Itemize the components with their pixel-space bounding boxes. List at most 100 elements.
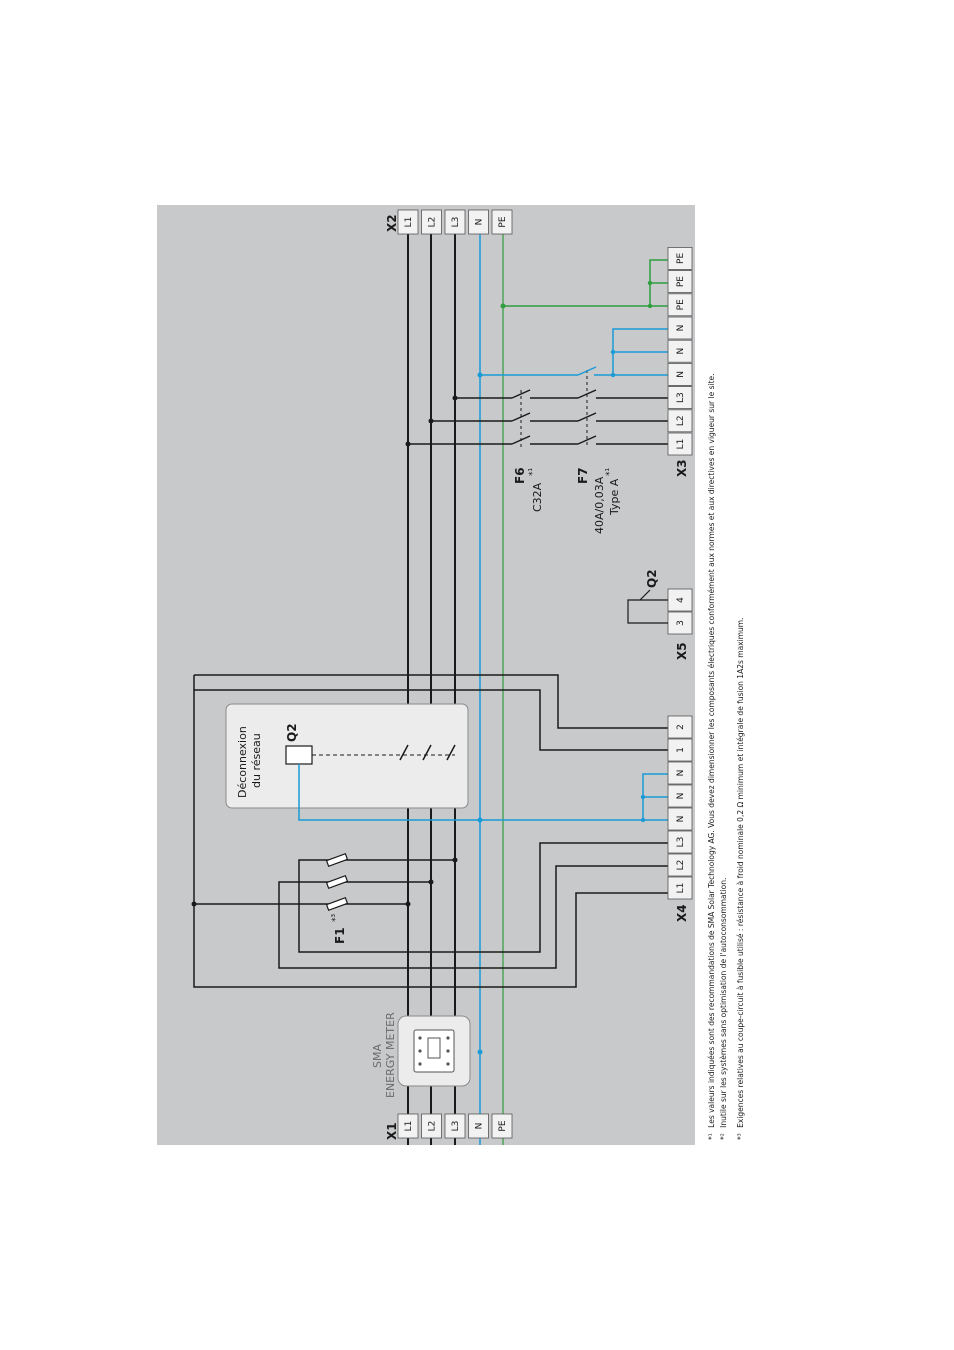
x1-terminal-label: PE [498, 1120, 508, 1131]
disconnect-line1: Déconnexion [236, 726, 249, 798]
x1-terminal-label: N [475, 1123, 485, 1130]
x3-terminal [667, 246, 693, 270]
f6-rating: C32A [531, 482, 544, 512]
x1-terminal [444, 1113, 466, 1139]
x2-terminal-label: L1 [404, 217, 414, 228]
grid-disconnect: Déconnexion du réseau Q2 [225, 703, 480, 821]
x3-terminal-label: L2 [676, 415, 686, 426]
x3-terminal [667, 362, 693, 386]
x3-terminal [667, 270, 693, 294]
x4-terminal [667, 738, 693, 762]
control-wiring [193, 674, 668, 988]
x2-terminal [491, 209, 513, 235]
relay-label: Q2 [285, 723, 299, 742]
fuse-f1: F1 *³ [325, 852, 349, 944]
x2-terminal [468, 209, 489, 235]
x4-terminal [667, 761, 693, 785]
main-bus [407, 232, 504, 1145]
f7-note: *¹ [605, 468, 615, 477]
x2-terminal [397, 209, 419, 235]
x4-terminal-label: L2 [676, 860, 686, 871]
x3-label: X3 [675, 459, 689, 477]
q2-contact-label: Q2 [645, 569, 659, 588]
x3-terminal-label: L1 [676, 439, 686, 450]
x4-terminal [667, 830, 693, 854]
meter-brand: SMA [371, 1044, 384, 1068]
x1-terminal-label: L2 [428, 1121, 438, 1132]
x4-terminal-label: L1 [676, 883, 686, 894]
x4-terminal [667, 853, 693, 877]
x4-terminal-label: L3 [676, 837, 686, 848]
x4-terminal [667, 784, 693, 808]
f7-type: Type A [608, 478, 621, 516]
f1-note: *³ [331, 914, 341, 923]
x1-terminal-label: L1 [404, 1121, 414, 1132]
energy-meter-icon [413, 1029, 455, 1073]
footnote-2: *² Inutile sur les systèmes sans optimis… [719, 878, 728, 1140]
x3-terminal-label: PE [676, 253, 686, 264]
footnote-2-text: Inutile sur les systèmes sans optimisati… [719, 878, 728, 1128]
x2-terminal-label: L2 [428, 217, 438, 228]
x5-label: X5 [675, 642, 689, 660]
x4-terminal-label: 2 [676, 724, 686, 730]
footnotes: *¹ Les valeurs indiquées sont des recomm… [707, 373, 745, 1140]
x3-terminal [667, 316, 693, 340]
x2-terminal-label: PE [498, 216, 508, 227]
x5-terminal-label: 4 [676, 597, 686, 603]
x4-terminal-label: N [676, 770, 686, 777]
terminal-block-x1: L1 L2 L3 N PE X1 [385, 1113, 513, 1140]
x4-terminal [667, 876, 693, 900]
x3-terminal [667, 409, 693, 433]
f7-label: F7 [576, 467, 590, 484]
x5-terminal-label: 3 [676, 620, 686, 626]
x1-label: X1 [385, 1122, 399, 1140]
x4-terminal-label: 1 [676, 747, 686, 753]
f6-label: F6 [513, 467, 527, 484]
relay-coil [285, 745, 313, 765]
earth-wiring [503, 259, 668, 307]
x3-terminal-label: PE [676, 299, 686, 310]
x2-label: X2 [385, 214, 399, 232]
x1-terminal [491, 1113, 513, 1139]
x3-terminal [667, 432, 693, 456]
x4-label: X4 [675, 904, 689, 922]
footnote-2-mark: *² [719, 1133, 728, 1140]
x1-terminal [397, 1113, 419, 1139]
x1-terminal [468, 1113, 489, 1139]
meter-name: ENERGY METER [384, 1012, 397, 1098]
x3-terminal-label: PE [676, 276, 686, 287]
f6-note: *¹ [528, 468, 538, 477]
x3-terminal [667, 339, 693, 363]
terminal-block-x2: L1 L2 L3 N PE X2 [385, 209, 513, 235]
footnote-3-text: Exigences relatives au coupe-circuit à f… [736, 618, 745, 1128]
x4-terminal [667, 715, 693, 739]
f7-rating: 40A/0,03A [593, 476, 606, 534]
terminal-block-x5: 3 4 X5 Q2 [627, 569, 693, 660]
neutral-wiring [480, 328, 668, 821]
x2-terminal [421, 209, 442, 235]
junction-dots [191, 395, 458, 907]
x2-terminal-label: L3 [451, 217, 461, 228]
footnote-3-mark: *³ [736, 1133, 745, 1140]
terminal-block-x3: L1 L2 L3 N N N PE PE PE X3 [667, 246, 693, 477]
x3-terminal-label: L3 [676, 392, 686, 403]
x2-terminal-label: N [475, 219, 485, 226]
breakers-f6-f7 [408, 370, 668, 448]
x3-terminal [667, 386, 693, 410]
x3-terminal [667, 293, 693, 317]
x4-terminal-label: N [676, 816, 686, 823]
x3-terminal-label: N [676, 325, 686, 332]
x1-terminal-label: L3 [451, 1121, 461, 1132]
f7-labels: F7 40A/0,03A Type A *¹ [576, 467, 621, 534]
disconnect-line2: du réseau [250, 733, 263, 788]
x3-terminal-label: N [676, 348, 686, 355]
f6-labels: F6 C32A *¹ [513, 467, 544, 512]
x2-terminal [444, 209, 466, 235]
footnote-3: *³ Exigences relatives au coupe-circuit … [736, 618, 745, 1140]
x1-terminal [421, 1113, 442, 1139]
x4-terminal [667, 807, 693, 831]
x3-terminal-label: N [676, 371, 686, 378]
footnote-1-mark: *¹ [707, 1133, 716, 1140]
f1-label: F1 [333, 927, 347, 944]
